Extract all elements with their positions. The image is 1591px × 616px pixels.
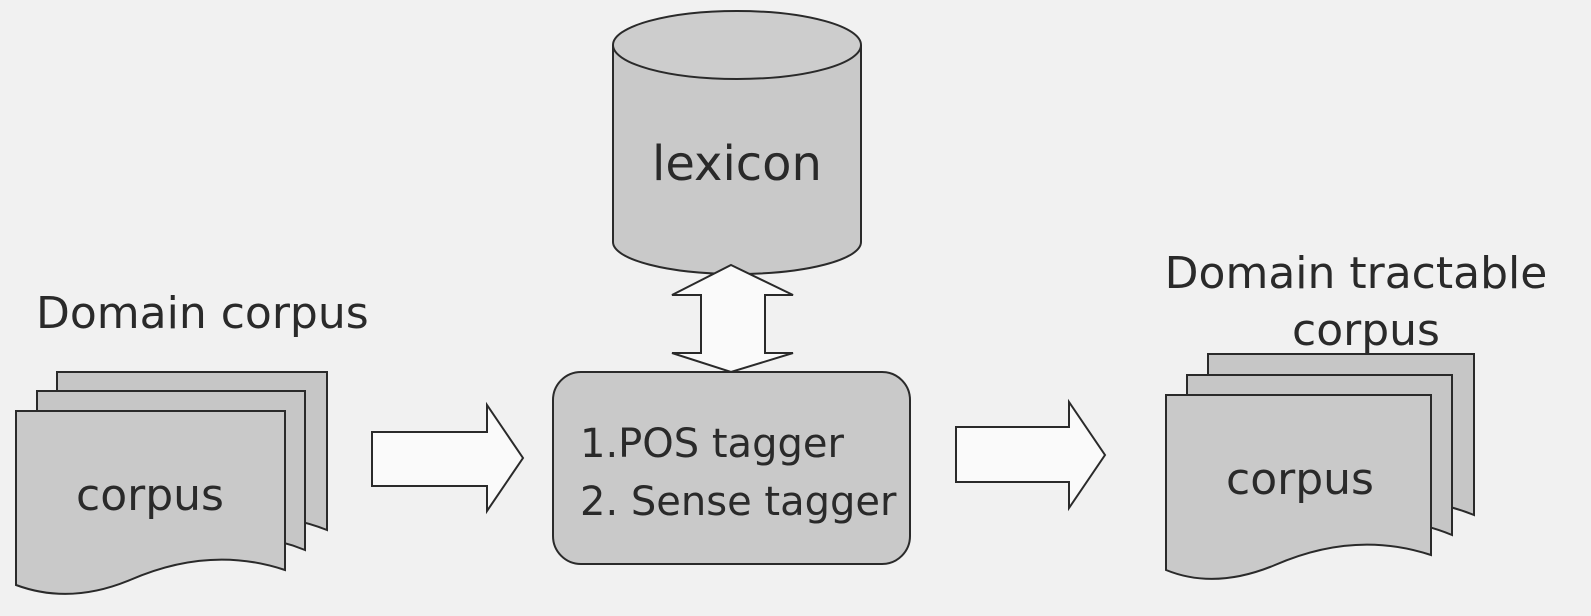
tagger-process-box: 1.POS tagger 2. Sense tagger [552, 371, 911, 565]
tagger-box [552, 371, 911, 565]
domain-corpus-title: Domain corpus [36, 288, 369, 339]
domain-corpus-stack: corpus [15, 371, 328, 595]
arrow-lexicon-tagger-bidirectional [671, 263, 794, 374]
corpus-page-front [15, 410, 286, 595]
sense-tagger-label: 2. Sense tagger [580, 479, 897, 525]
domain-tractable-corpus-stack: corpus [1165, 353, 1475, 580]
lexicon-cylinder-top [612, 10, 862, 80]
output-corpus-label: corpus [1226, 454, 1374, 505]
corpus-label: corpus [76, 470, 224, 521]
lexicon-label: lexicon [652, 136, 822, 192]
lexicon-database: lexicon [612, 10, 862, 275]
domain-tractable-title-line1: Domain tractable [1165, 248, 1548, 299]
pos-tagger-label: 1.POS tagger [580, 421, 844, 467]
arrow-tagger-to-output [955, 398, 1107, 512]
domain-tractable-title-line2: corpus [1292, 305, 1440, 356]
output-page-front [1165, 394, 1432, 580]
arrow-corpus-to-tagger [371, 401, 525, 515]
